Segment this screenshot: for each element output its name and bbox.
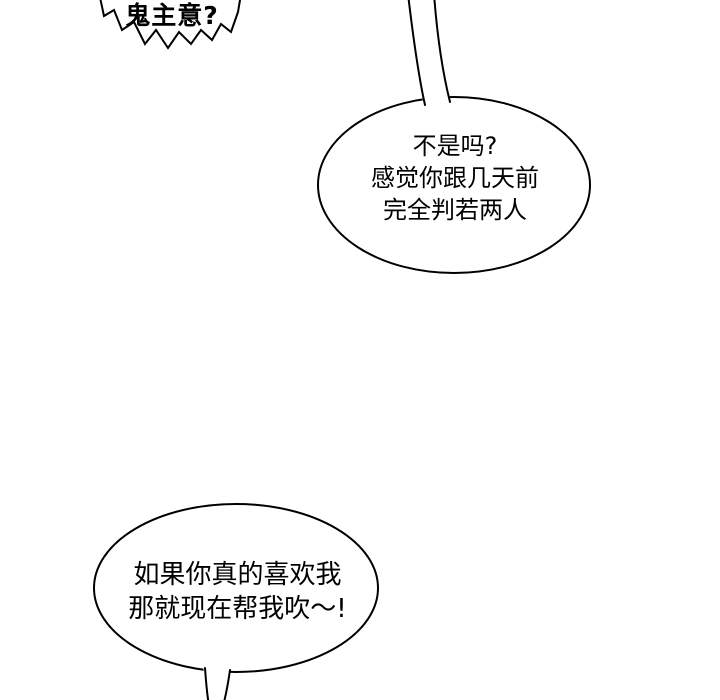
speech-line: 感觉你跟几天前 — [371, 164, 539, 192]
speech-bubble-middle-tail-left — [407, 0, 426, 106]
speech-bubble-bottom-tail-right — [223, 669, 231, 700]
speech-line: 完全判若两人 — [383, 196, 527, 224]
speech-bubble-bottom-tail-mask — [203, 662, 232, 700]
speech-bubble-middle-tail-mask — [408, 0, 450, 109]
speech-bubble-middle-text: 不是吗? 感觉你跟几天前 完全判若两人 — [330, 130, 580, 226]
speech-line: 那就现在帮我吹～! — [128, 594, 347, 624]
speech-line: 如果你真的喜欢我 — [133, 560, 342, 590]
shout-bubble-text: 鬼主意? — [125, 1, 219, 30]
speech-bubble-bottom-text: 如果你真的喜欢我 那就现在帮我吹～! — [95, 558, 380, 626]
speech-bubble-middle-outline — [317, 96, 591, 274]
speech-bubble-middle-tail-right — [433, 0, 451, 103]
speech-line: 不是吗? — [412, 132, 498, 160]
speech-bubble-bottom-tail-left — [204, 667, 210, 700]
shout-bubble-outline — [99, 0, 242, 50]
speech-bubble-bottom-outline — [93, 503, 379, 673]
